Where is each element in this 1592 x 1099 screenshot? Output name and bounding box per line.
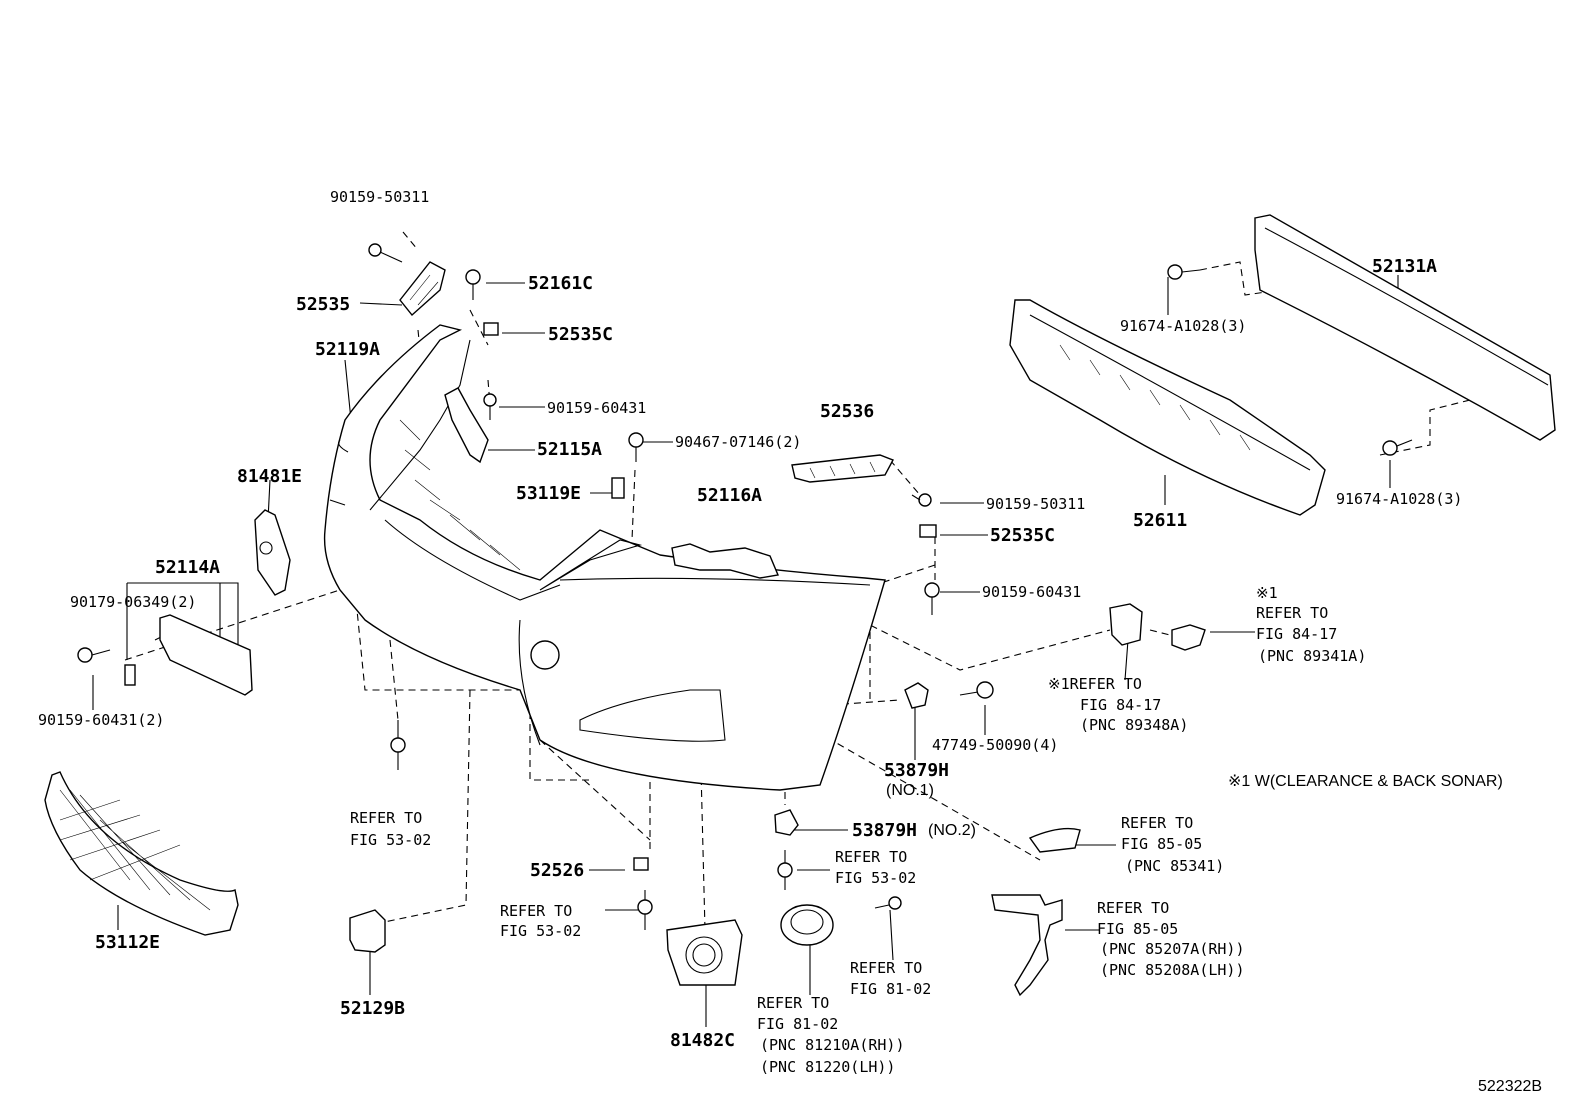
ref-fig-85-05-a: REFER TO FIG 85-05 (PNC 85341) [1121,814,1224,875]
svg-text:FIG 81-02: FIG 81-02 [757,1015,838,1033]
fasteners [77,243,1413,930]
label-53119e: 53119E [516,483,581,504]
part-52611-absorber [1009,299,1326,516]
label-81481e: 81481E [237,466,302,487]
svg-text:REFER TO: REFER TO [757,994,829,1012]
part-52115a-retainer [444,387,489,464]
footnote-sonar: ※1 W(CLEARANCE & BACK SONAR) [1228,773,1503,790]
label-52161c: 52161C [528,273,593,294]
refer-to-notes: ※1 REFER TO FIG 84-17 (PNC 89341A) ※1REF… [350,584,1366,1076]
svg-text:FIG 84-17: FIG 84-17 [1080,696,1161,714]
svg-text:(PNC 89341A): (PNC 89341A) [1258,647,1366,665]
part-labels: 90159-50311 52161C 52535 52535C 52119A 9… [38,188,1462,1051]
diagram-ref-code: 522322B [1478,1078,1542,1095]
label-90179-06349: 90179-06349(2) [70,593,196,611]
label-52536: 52536 [820,401,874,422]
label-81482c: 81482C [670,1030,735,1051]
svg-text:FIG 53-02: FIG 53-02 [350,831,431,849]
washer-nozzle-85207a [991,894,1063,997]
label-91674-a: 91674-A1028(3) [1120,317,1246,335]
sensor-89341a [1171,624,1206,651]
ref-fig-84-17-a: ※1 REFER TO FIG 84-17 (PNC 89341A) [1256,584,1366,665]
label-52611: 52611 [1133,510,1187,531]
label-52131a: 52131A [1372,256,1437,277]
label-90159-60431-c: 90159-60431(2) [38,711,164,729]
part-52131a-reinforcement [1254,214,1556,441]
ref-fig-81-02-a: REFER TO FIG 81-02 [850,959,931,998]
part-53879h-no1 [904,682,929,709]
ref-fig-85-05-b: REFER TO FIG 85-05 (PNC 85207A(RH)) (PNC… [1097,899,1245,979]
svg-text:REFER TO: REFER TO [1097,899,1169,917]
svg-text:※1: ※1 [1256,584,1278,602]
svg-text:(PNC 81220(LH)): (PNC 81220(LH)) [760,1058,895,1076]
label-53879h-no1: 53879H [884,760,949,781]
part-85341-cap [1028,827,1081,853]
label-52119a: 52119A [315,339,380,360]
label-52535c-b: 52535C [990,525,1055,546]
part-53112e-grille [44,771,239,936]
part-52129b-cap [349,909,386,953]
ref-fig-84-17-b: ※1REFER TO FIG 84-17 (PNC 89348A) [1048,675,1188,734]
ref-fig-53-02-c: REFER TO FIG 53-02 [500,902,581,940]
label-52535c-a: 52535C [548,324,613,345]
svg-text:(PNC 85341): (PNC 85341) [1125,857,1224,875]
svg-text:REFER TO: REFER TO [350,809,422,827]
label-91674-b: 91674-A1028(3) [1336,490,1462,508]
sonar-sensor-81210a [780,904,834,946]
label-90159-50311-a: 90159-50311 [330,188,429,206]
svg-text:REFER TO: REFER TO [500,902,572,920]
connector-89348a [1109,603,1143,646]
bumper-cover-52119a [323,324,886,791]
svg-text:REFER TO: REFER TO [1121,814,1193,832]
part-53879h-no2 [774,809,799,836]
part-52536-bracket [791,454,894,483]
svg-text:FIG 84-17: FIG 84-17 [1256,625,1337,643]
svg-text:FIG 53-02: FIG 53-02 [835,869,916,887]
svg-text:REFER TO: REFER TO [835,848,907,866]
label-52114a: 52114A [155,557,220,578]
svg-text:FIG 81-02: FIG 81-02 [850,980,931,998]
ref-fig-53-02-a: REFER TO FIG 53-02 [350,809,431,849]
svg-text:FIG 53-02: FIG 53-02 [500,922,581,940]
label-90159-50311-b: 90159-50311 [986,495,1085,513]
svg-text:FIG 85-05: FIG 85-05 [1097,920,1178,938]
svg-text:(PNC 81210A(RH)): (PNC 81210A(RH)) [760,1036,905,1054]
label-53879h-no1-suffix: (NO.1) [886,782,934,799]
svg-text:(PNC 85208A(LH)): (PNC 85208A(LH)) [1100,961,1245,979]
ref-fig-53-02-b: REFER TO FIG 53-02 [835,848,916,887]
label-90159-60431-a: 90159-60431 [547,399,646,417]
svg-text:FIG 85-05: FIG 85-05 [1121,835,1202,853]
part-52116a-retainer [671,543,779,579]
svg-text:(PNC 85207A(RH)): (PNC 85207A(RH)) [1100,940,1245,958]
svg-text:(PNC 89348A): (PNC 89348A) [1080,716,1188,734]
svg-text:REFER TO: REFER TO [1256,604,1328,622]
label-52526: 52526 [530,860,584,881]
part-52535-bracket [399,261,446,317]
part-52114a-bracket [124,614,253,696]
svg-text:REFER TO: REFER TO [850,959,922,977]
label-52116a: 52116A [697,485,762,506]
label-53879h-no2-suffix: (NO.2) [928,822,976,839]
svg-text:※1REFER TO: ※1REFER TO [1048,675,1142,693]
label-47749-50090: 47749-50090(4) [932,736,1058,754]
label-90467: 90467-07146(2) [675,433,801,451]
part-81481e-cover [254,509,291,596]
label-52129b: 52129B [340,998,405,1019]
label-53112e: 53112E [95,932,160,953]
label-52115a: 52115A [537,439,602,460]
ref-fig-81-02-b: REFER TO FIG 81-02 (PNC 81210A(RH)) (PNC… [757,994,905,1076]
label-53879h-no2: 53879H [852,820,917,841]
label-90159-60431-b: 90159-60431 [982,583,1081,601]
part-81482c-cover [666,919,743,986]
label-52535: 52535 [296,294,350,315]
